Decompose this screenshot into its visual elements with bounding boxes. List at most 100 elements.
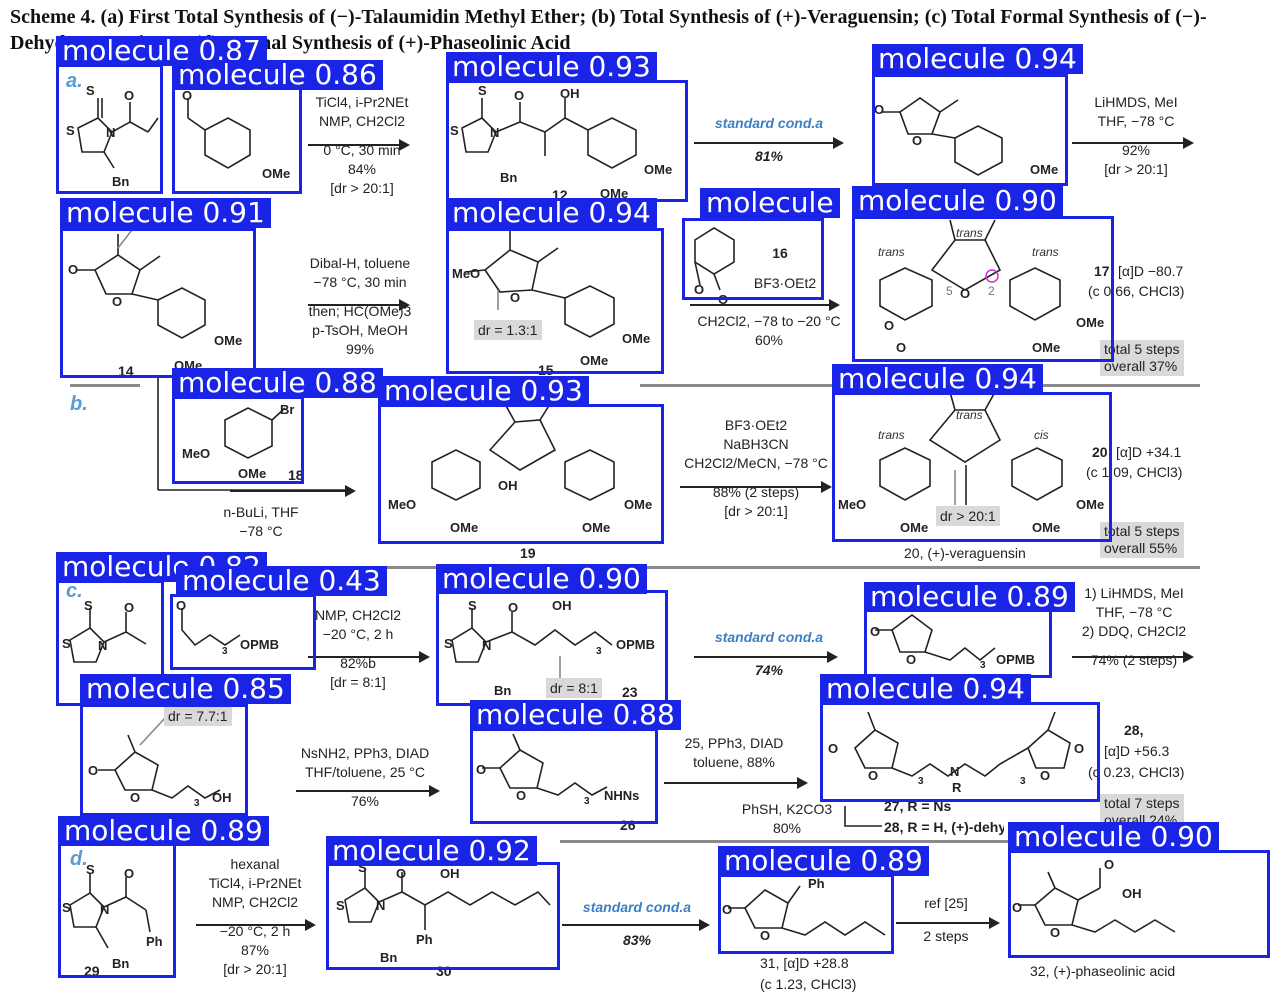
atom-oh: OH xyxy=(212,790,232,805)
atom-o: O xyxy=(396,866,407,881)
molecule-detection-box[interactable] xyxy=(470,728,658,824)
atom-opmb: OPMB xyxy=(616,637,655,652)
stereo-label-trans: trans xyxy=(956,408,983,422)
conditions-a5-reagent: 16 xyxy=(772,245,788,261)
atom-meo: MeO xyxy=(838,497,867,512)
molecule-detection-box[interactable] xyxy=(446,80,688,202)
conditions-d3: ref [25] 2 steps xyxy=(923,895,969,944)
atom-ome: OMe xyxy=(1032,520,1061,535)
reaction-arrow xyxy=(562,919,710,931)
conditions-d2: standard cond.a 83% xyxy=(582,899,692,948)
atom-bn: Bn xyxy=(494,683,512,698)
atom-o: O xyxy=(182,88,193,103)
structure-lactone-oh xyxy=(98,734,221,799)
atom-o: O xyxy=(906,652,917,667)
molecule-detection-label: molecule 0.90 xyxy=(1008,822,1219,852)
panel-divider-cd xyxy=(560,840,1010,843)
compound-name-32: 32, (+)-phaseolinic acid xyxy=(1030,963,1176,979)
molecule-detection-box[interactable] xyxy=(378,404,664,544)
structure-26 xyxy=(482,733,608,796)
molecule-detection-label: molecule 0.88 xyxy=(470,700,681,730)
atom-oh: OH xyxy=(552,598,572,613)
atom-subscript-3: 3 xyxy=(1020,776,1026,787)
reaction-arrow xyxy=(896,917,1000,929)
molecule-detection-box[interactable] xyxy=(1008,850,1270,958)
reaction-arrow xyxy=(308,299,410,311)
molecule-detection-box[interactable] xyxy=(170,594,316,670)
molecule-detection-box[interactable] xyxy=(326,862,560,970)
panel-divider-ab xyxy=(70,384,140,387)
atom-ome: OMe xyxy=(1076,315,1105,330)
atom-ph: Ph xyxy=(808,876,825,891)
molecule-detection-box[interactable] xyxy=(60,228,256,378)
molecule-detection-box[interactable] xyxy=(820,702,1100,802)
dr-badge-20: dr > 20:1 xyxy=(936,506,1000,526)
structure-23 xyxy=(451,608,613,663)
atom-o: O xyxy=(514,88,525,103)
atom-o: O xyxy=(1012,900,1023,915)
locant-5: 5 xyxy=(946,284,953,298)
atom-ome: OMe xyxy=(238,466,267,481)
compound-rotation-20: [α]D +34.1 xyxy=(1116,444,1182,460)
structure-30 xyxy=(344,868,551,930)
atom-o: O xyxy=(68,262,79,277)
panel-label-b: b. xyxy=(70,393,88,415)
molecule-detection-label: molecule xyxy=(700,188,840,218)
atom-n: N xyxy=(950,764,960,779)
molecule-detection-box[interactable] xyxy=(872,74,1068,186)
panel-label-a: a. xyxy=(66,70,83,92)
molecule-detection-label: molecule 0.93 xyxy=(446,52,657,82)
molecule-detection-box[interactable] xyxy=(172,396,304,484)
reaction-arrow xyxy=(1072,137,1194,149)
molecule-detection-label: molecule 0.94 xyxy=(872,44,1083,74)
compound-rotation-17: [α]D −80.7 xyxy=(1118,263,1184,279)
molecule-detection-label: molecule 0.43 xyxy=(176,566,387,596)
molecule-detection-box[interactable] xyxy=(682,218,824,300)
atom-n: N xyxy=(106,125,116,140)
atom-o: O xyxy=(884,318,895,333)
atom-s: S xyxy=(62,900,71,915)
atom-ome: OMe xyxy=(900,520,929,535)
atom-s: S xyxy=(478,83,487,98)
molecule-detection-box[interactable] xyxy=(446,228,664,374)
structure-20 xyxy=(879,391,1063,505)
atom-subscript-3: 3 xyxy=(596,646,602,657)
dr-badge-15: dr = 1.3:1 xyxy=(474,320,542,340)
stereo-label-trans: trans xyxy=(1032,245,1059,259)
atom-o: O xyxy=(124,866,135,881)
compound-number-18: 18 xyxy=(288,467,304,483)
molecule-detection-label: molecule 0.92 xyxy=(326,836,537,866)
molecule-detection-label: molecule 0.89 xyxy=(718,846,929,876)
atom-s: S xyxy=(468,598,477,613)
molecule-detection-box[interactable] xyxy=(56,64,163,194)
atom-s: S xyxy=(444,636,453,651)
molecule-detection-box[interactable] xyxy=(436,590,668,706)
atom-o: O xyxy=(508,600,519,615)
molecule-detection-box[interactable] xyxy=(58,842,176,978)
stereo-label-cis: cis xyxy=(1034,428,1049,442)
atom-s: S xyxy=(86,83,95,98)
atom-o: O xyxy=(510,290,521,305)
molecule-detection-box[interactable] xyxy=(852,216,1114,362)
atom-o: O xyxy=(912,133,923,148)
atom-o: O xyxy=(1074,741,1085,756)
dr-badge-lactone: dr = 7.7:1 xyxy=(164,706,232,726)
molecule-detection-box[interactable] xyxy=(832,392,1112,542)
molecule-detection-box[interactable] xyxy=(172,84,302,194)
atom-oh: OH xyxy=(498,478,518,493)
atom-o: O xyxy=(760,928,771,943)
atom-o: O xyxy=(722,902,733,917)
molecule-detection-box[interactable] xyxy=(80,704,248,816)
molecule-detection-box[interactable] xyxy=(718,874,894,954)
atom-opmb: OPMB xyxy=(240,637,279,652)
compound-number-20: 20 xyxy=(1092,444,1108,460)
molecule-detection-box[interactable] xyxy=(864,608,1052,678)
molecule-detection-label: molecule 0.89 xyxy=(864,582,1075,612)
atom-ome: OMe xyxy=(644,162,673,177)
atom-o: O xyxy=(874,102,885,117)
atom-ph: Ph xyxy=(416,932,433,947)
